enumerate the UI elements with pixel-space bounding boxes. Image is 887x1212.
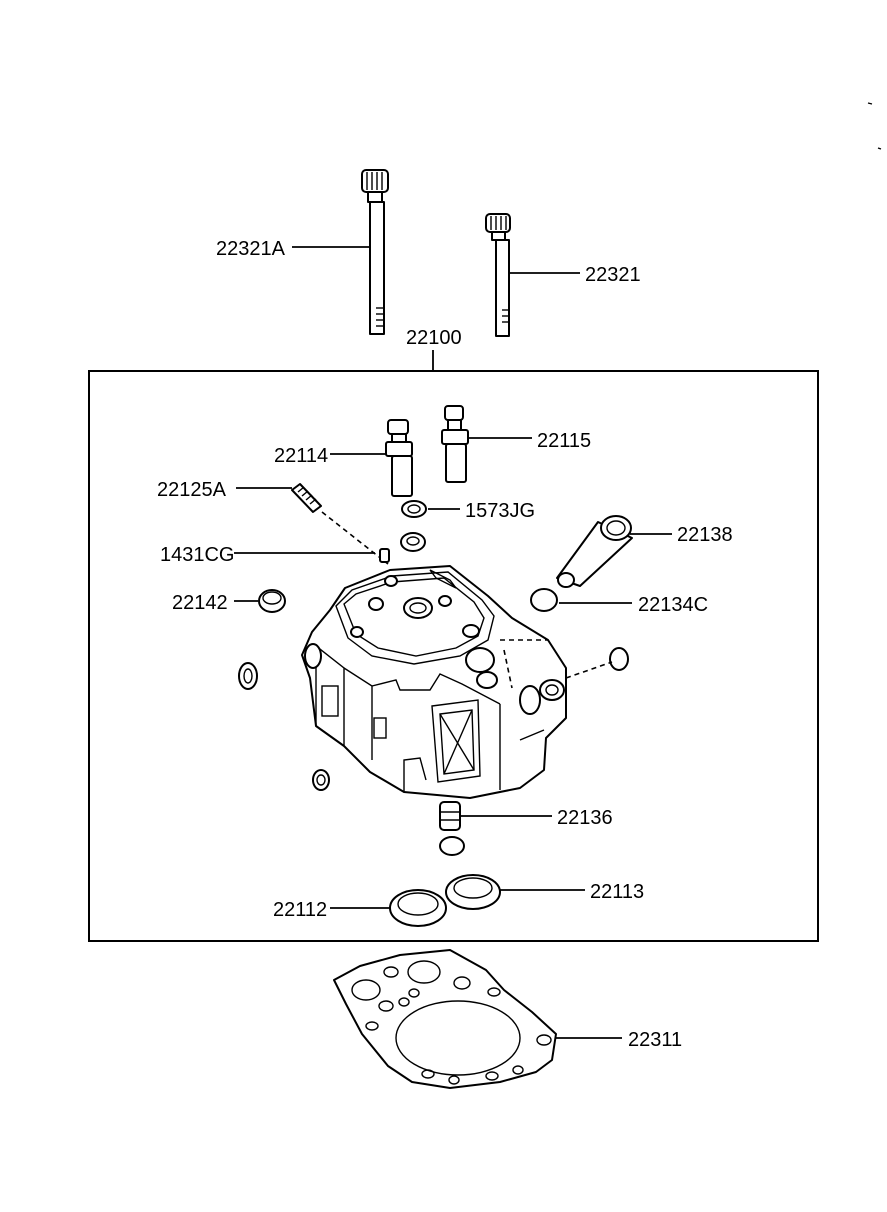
injector-tube bbox=[556, 515, 633, 588]
side-plugs bbox=[238, 647, 629, 791]
label-22114: 22114 bbox=[274, 445, 328, 467]
valve-guide-exhaust bbox=[441, 405, 469, 483]
label-22138: 22138 bbox=[677, 524, 733, 546]
o-ring bbox=[530, 588, 558, 612]
bolt-long bbox=[361, 169, 389, 335]
label-1431CG: 1431CG bbox=[160, 544, 235, 566]
valve-guide-intake bbox=[385, 419, 413, 497]
plug-left bbox=[258, 589, 286, 613]
label-22115: 22115 bbox=[537, 430, 591, 452]
assembly-frame bbox=[88, 370, 819, 942]
label-22112: 22112 bbox=[273, 899, 327, 921]
label-22142: 22142 bbox=[172, 592, 228, 614]
label-22134C: 22134C bbox=[638, 594, 708, 616]
seal-ring-lower bbox=[400, 532, 426, 552]
dowel-pin bbox=[379, 548, 390, 563]
label-22321A: 22321A bbox=[216, 238, 286, 260]
seal-ring bbox=[401, 500, 427, 518]
label-1573JG: 1573JG bbox=[465, 500, 535, 522]
scan-specks bbox=[867, 102, 882, 150]
label-22311: 22311 bbox=[628, 1029, 682, 1051]
label-22136: 22136 bbox=[557, 807, 613, 829]
stud bbox=[291, 483, 322, 513]
label-22100: 22100 bbox=[406, 327, 462, 349]
label-22113: 22113 bbox=[590, 881, 644, 903]
plug-bottom bbox=[439, 801, 465, 856]
head-gasket bbox=[333, 949, 557, 1089]
label-22321: 22321 bbox=[585, 264, 641, 286]
valve-seat-intake bbox=[389, 889, 447, 927]
cylinder-head bbox=[301, 565, 567, 799]
valve-seat-exhaust bbox=[445, 874, 501, 910]
label-22125A: 22125A bbox=[157, 479, 227, 501]
bolt-short bbox=[485, 213, 511, 337]
